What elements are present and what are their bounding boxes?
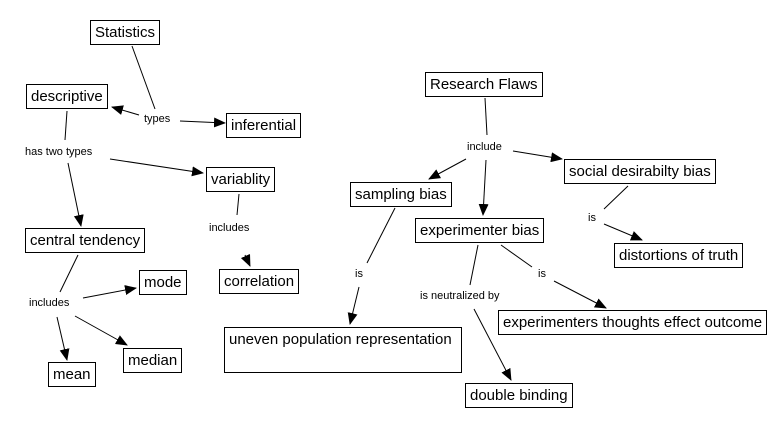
- link-is-neutralized-by: is neutralized by: [419, 290, 501, 302]
- connector-experimenter-is: [500, 244, 533, 268]
- link-include: include: [466, 141, 503, 153]
- link-is-social: is: [587, 212, 597, 224]
- connector-central-tendency-includes: [59, 254, 79, 293]
- arrow-include-experimenter-bias: [478, 159, 489, 216]
- arrow-types-inferential: [179, 117, 226, 128]
- concept-double-binding[interactable]: double binding: [465, 383, 573, 408]
- arrow-is-distortions-of-truth: [603, 223, 643, 241]
- connector-descriptive-has-two-types: [64, 110, 68, 141]
- concept-descriptive[interactable]: descriptive: [26, 84, 108, 109]
- arrow-includes-mode: [82, 285, 137, 299]
- connector-variability-includes: [236, 193, 240, 216]
- arrow-has-two-types-variability: [109, 158, 204, 177]
- connector-sampling-is: [366, 207, 396, 264]
- link-types: types: [143, 113, 172, 125]
- concept-variability[interactable]: variablity: [206, 167, 276, 192]
- arrow-includes-correlation: [240, 253, 251, 267]
- connector-research-flaws-include: [484, 97, 488, 136]
- concept-distortions-of-truth[interactable]: distortions of truth: [614, 243, 744, 268]
- concept-research-flaws[interactable]: Research Flaws: [425, 72, 543, 97]
- arrow-has-two-types-central-tendency: [67, 162, 84, 227]
- concept-statistics[interactable]: Statistics: [90, 20, 161, 45]
- concept-experimenters-thoughts-effect-outcome[interactable]: experimenters thoughts effect outcome: [498, 310, 768, 335]
- link-includes-variability: includes: [208, 222, 251, 234]
- concept-inferential[interactable]: inferential: [226, 113, 302, 138]
- link-is-experimenter: is: [537, 268, 547, 280]
- arrow-include-sampling-bias: [428, 158, 467, 180]
- arrow-include-social-desirability-bias: [512, 150, 563, 163]
- arrow-includes-median: [74, 315, 128, 346]
- concept-uneven-population-representation[interactable]: uneven population representation: [224, 327, 462, 373]
- link-includes-central-tendency: includes: [28, 297, 71, 309]
- concept-median[interactable]: median: [123, 348, 183, 373]
- link-has-two-types: has two types: [24, 146, 94, 158]
- arrow-is-uneven-population: [347, 286, 360, 325]
- connector-statistics-types: [131, 45, 156, 110]
- connector-social-is: [603, 185, 629, 210]
- arrow-includes-mean: [56, 316, 70, 361]
- concept-social-desirability-bias[interactable]: social desirabilty bias: [564, 159, 716, 184]
- link-is-sampling: is: [354, 268, 364, 280]
- concept-central-tendency[interactable]: central tendency: [25, 228, 146, 253]
- concept-mode[interactable]: mode: [139, 270, 187, 295]
- arrow-neutralized-double-binding: [473, 308, 512, 381]
- concept-mean[interactable]: mean: [48, 362, 96, 387]
- arrow-types-descriptive: [111, 105, 140, 116]
- concept-experimenter-bias[interactable]: experimenter bias: [415, 218, 545, 243]
- connector-experimenter-neutralized: [469, 244, 479, 286]
- arrow-is-experimenters-thoughts: [553, 280, 607, 309]
- concept-sampling-bias[interactable]: sampling bias: [350, 182, 452, 207]
- concept-correlation[interactable]: correlation: [219, 269, 300, 294]
